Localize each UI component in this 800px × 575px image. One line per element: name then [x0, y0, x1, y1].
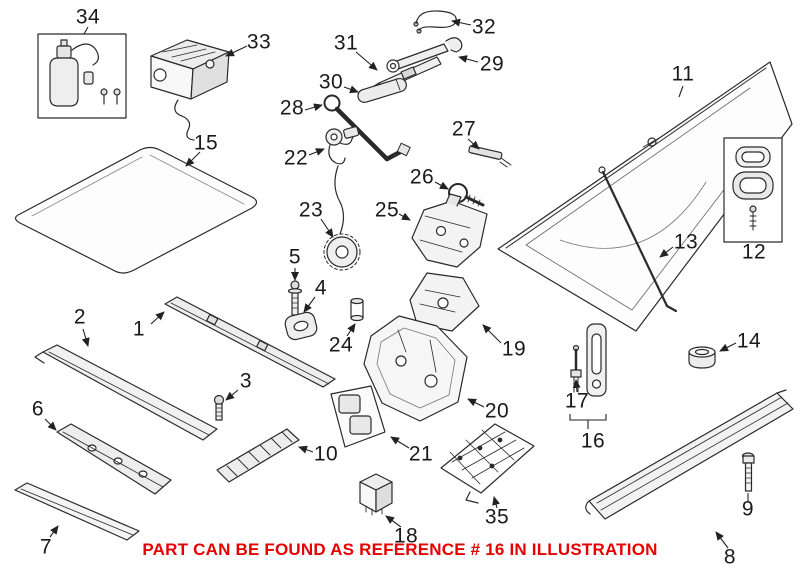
part-label-19: 19	[501, 337, 527, 361]
part-label-6: 6	[31, 397, 45, 421]
part-label-7: 7	[39, 535, 53, 559]
part-label-10: 10	[313, 442, 339, 466]
part-6-illustration	[56, 423, 172, 495]
part-label-35: 35	[484, 505, 510, 529]
part-1-illustration	[164, 296, 336, 388]
part-label-17: 17	[564, 389, 590, 413]
part-15-illustration	[14, 146, 258, 274]
part-13-illustration	[598, 166, 678, 313]
part-16-illustration	[586, 323, 607, 397]
part-19-illustration	[409, 272, 480, 332]
part-33-illustration	[150, 39, 230, 141]
part-9-illustration	[741, 452, 755, 492]
part-label-23: 23	[298, 198, 324, 222]
part-label-8: 8	[723, 545, 737, 569]
part-24-illustration	[350, 297, 364, 322]
part-28-illustration	[323, 94, 411, 162]
part-7-illustration	[14, 482, 140, 541]
part-label-18: 18	[393, 524, 419, 548]
part-10-illustration	[216, 428, 300, 483]
part-label-12: 12	[741, 240, 767, 264]
part-label-28: 28	[279, 96, 305, 120]
part-29-illustration	[386, 37, 463, 73]
part-2-illustration	[34, 344, 218, 441]
part-label-11: 11	[671, 62, 695, 86]
part-27-illustration	[468, 145, 512, 168]
part-label-1: 1	[132, 317, 146, 341]
part-8-illustration	[585, 389, 794, 520]
part-label-13: 13	[673, 230, 699, 254]
part-30-illustration	[357, 77, 407, 103]
part-label-9: 9	[741, 497, 755, 521]
part-label-30: 30	[318, 70, 344, 94]
part-label-24: 24	[328, 333, 354, 357]
caption: PART CAN BE FOUND AS REFERENCE # 16 IN I…	[142, 540, 658, 559]
part-label-33: 33	[246, 30, 272, 54]
part-label-21: 21	[408, 442, 434, 466]
part-18-illustration	[359, 473, 393, 516]
part-label-27: 27	[451, 117, 477, 141]
part-21-illustration	[330, 385, 386, 448]
part-label-3: 3	[239, 369, 253, 393]
part-3-illustration	[213, 394, 225, 421]
part-label-31: 31	[333, 31, 359, 55]
part-35-illustration	[440, 423, 535, 504]
part-label-14: 14	[736, 329, 762, 353]
part-20-illustration	[363, 315, 468, 422]
part-label-26: 26	[409, 165, 435, 189]
part-11-illustration	[497, 61, 793, 332]
part-label-25: 25	[374, 198, 400, 222]
part-34-illustration	[37, 33, 127, 119]
part-label-32: 32	[471, 15, 497, 39]
part-label-20: 20	[484, 399, 510, 423]
part-23-illustration	[323, 165, 361, 271]
part-14-illustration	[688, 346, 716, 369]
part-label-5: 5	[288, 245, 302, 269]
part-label-34: 34	[75, 5, 101, 29]
part-32-illustration	[413, 10, 457, 34]
part-label-16: 16	[580, 429, 606, 453]
part-label-2: 2	[73, 305, 87, 329]
leader-lines	[44, 18, 749, 549]
part-label-4: 4	[314, 276, 328, 300]
part-label-22: 22	[283, 146, 309, 170]
part-4-illustration	[284, 311, 318, 341]
part-label-15: 15	[193, 131, 219, 155]
part-label-29: 29	[479, 52, 505, 76]
part-12-illustration	[723, 137, 783, 243]
part-5-illustration	[287, 280, 303, 316]
part-22-illustration	[325, 126, 360, 165]
part-25-illustration	[411, 193, 488, 268]
